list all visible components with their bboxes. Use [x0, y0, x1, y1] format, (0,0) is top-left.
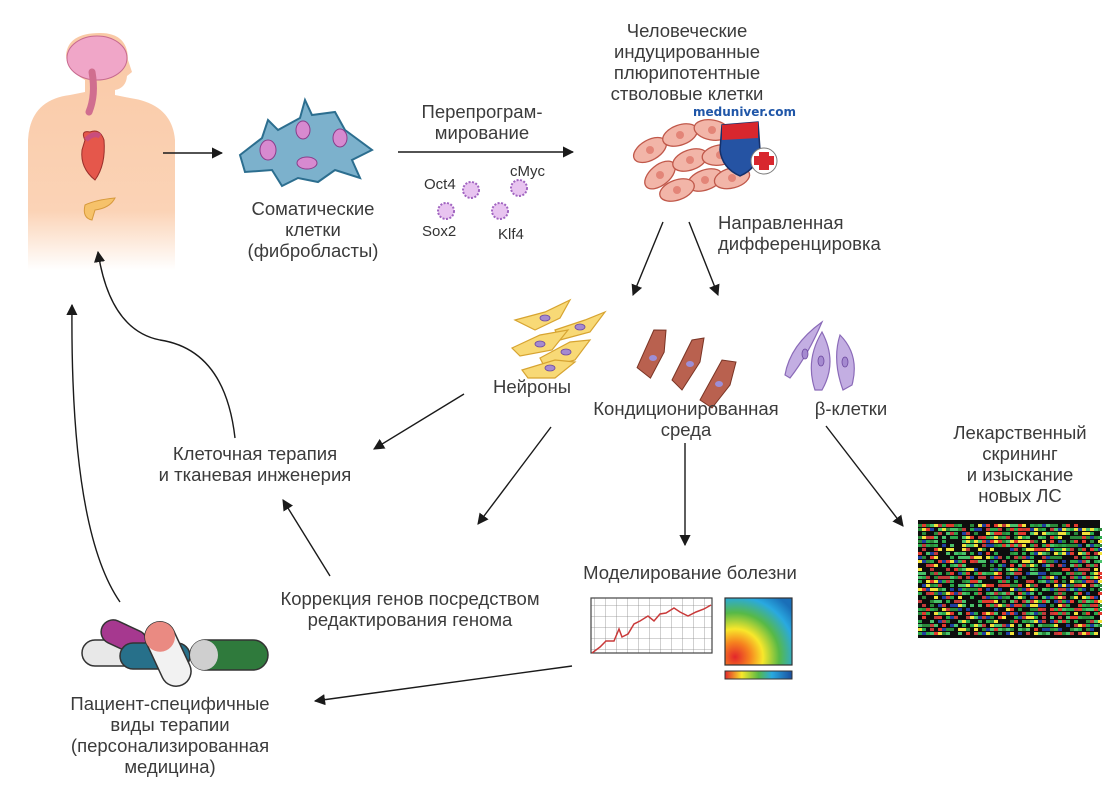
- factor-sox2: Sox2: [422, 223, 457, 240]
- label-neurons: Нейроны: [492, 376, 572, 397]
- label-directed-differentiation: Направленная дифференцировка: [718, 212, 881, 254]
- arrow-ipsc-to-cardio: [688, 221, 720, 297]
- disease-model-graph-icon: [590, 597, 713, 654]
- arrow-to-cell-therapy: [373, 393, 465, 450]
- watermark-shield-icon: [719, 121, 778, 177]
- arrow-therapy-to-body: [94, 250, 236, 439]
- human-body-icon: [28, 33, 175, 270]
- arrow-to-drug-screening: [825, 425, 904, 527]
- label-conditioned-medium: Кондиционированная среда: [593, 398, 779, 440]
- arrow-patient-to-body: [66, 303, 121, 603]
- beta-cells-icon: [784, 320, 855, 391]
- watermark-text: meduniver.com: [693, 105, 797, 119]
- label-disease-modeling: Моделирование болезни: [583, 562, 797, 583]
- factor-klf4: Klf4: [498, 226, 524, 243]
- label-drug-screening: Лекарственный скрининг и изыскание новых…: [953, 422, 1087, 506]
- arrow-gene-to-therapy: [282, 499, 331, 577]
- pills-icon: [81, 619, 269, 687]
- arrow-ipsc-to-neurons: [631, 221, 664, 297]
- label-ipsc: Человеческие индуцированные плюрипотентн…: [610, 20, 764, 104]
- neuron-cells-icon: [510, 298, 607, 379]
- label-beta-cells: β-клетки: [814, 398, 888, 419]
- factor-oct4: Oct4: [424, 176, 456, 193]
- fibroblast-cells-icon: [238, 97, 374, 188]
- cardiomyocyte-cells-icon: [636, 329, 737, 409]
- label-patient-specific-therapy: Пациент-специфичные виды терапии (персон…: [70, 693, 270, 777]
- label-somatic-cells: Соматические клетки (фибробласты): [247, 198, 379, 261]
- drug-screening-heatmap-icon: [918, 520, 1102, 638]
- transcription-factors-icon: [437, 179, 528, 220]
- label-gene-correction: Коррекция генов посредством редактирован…: [280, 588, 540, 630]
- arrow-model-to-patient: [313, 665, 573, 706]
- arrow-to-gene-correction: [477, 426, 552, 525]
- flow-arrows: [66, 146, 904, 706]
- factor-cmyc: cMyc: [510, 163, 545, 180]
- label-reprogramming: Перепрограм- мирование: [421, 101, 543, 143]
- label-cell-therapy: Клеточная терапия и тканевая инженерия: [158, 443, 352, 485]
- disease-model-heatmap-icon: [724, 597, 793, 680]
